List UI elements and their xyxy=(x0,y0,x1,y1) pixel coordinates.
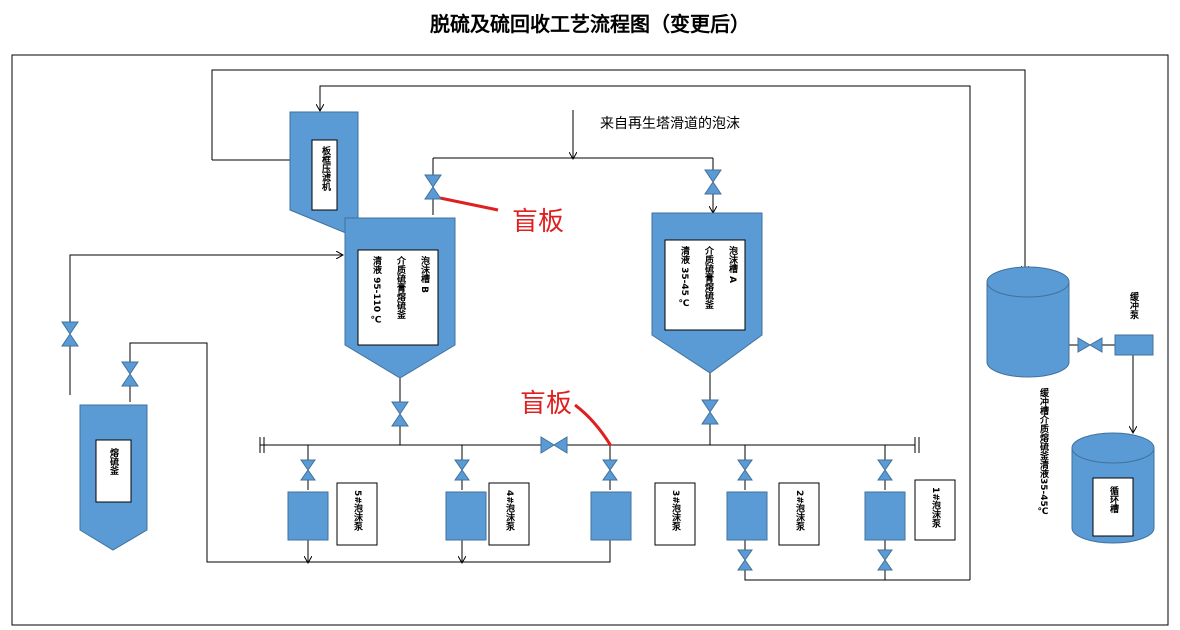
valve-pump5 xyxy=(300,459,316,481)
valve-a-outlet xyxy=(701,399,719,425)
foam-source-label: 来自再生塔滑道的泡沫 xyxy=(600,115,740,132)
blind-plate-marker-2 xyxy=(574,403,613,447)
circulation-tank-label-box xyxy=(1092,477,1134,537)
valve-b-outlet xyxy=(391,401,409,427)
blind-plate-label-1: 盲板 xyxy=(512,207,564,237)
blind-plate-label-2: 盲板 xyxy=(520,389,572,419)
foam-pump-1-label: 1#泡沫泵 xyxy=(930,487,941,529)
diagram-title: 脱硫及硫回收工艺流程图（变更后） xyxy=(430,12,750,36)
foam-pump-4 xyxy=(445,491,487,541)
sulfur-melter-label-box xyxy=(95,439,132,503)
foam-tank-a-medium: 介质硫膏熔硫釜 xyxy=(703,245,715,310)
foam-tank-a-label: 泡沫槽 A xyxy=(727,245,738,283)
foam-pump-5-label-box xyxy=(336,482,378,546)
foam-pump-1 xyxy=(864,491,906,541)
valve-melter-feed xyxy=(121,361,139,387)
foam-pump-2 xyxy=(726,491,768,541)
valves xyxy=(61,169,1103,571)
valve-pump3 xyxy=(602,459,618,481)
foam-tank-b-label: 泡沫槽 B xyxy=(419,255,430,293)
valve-foam-a-inlet xyxy=(704,169,722,195)
valve-header xyxy=(540,436,568,454)
valve-pump1-outlet xyxy=(877,549,893,571)
valve-pump1 xyxy=(877,459,893,481)
foam-pump-4-label-box xyxy=(488,482,530,546)
buffer-tank xyxy=(986,266,1070,378)
valve-foam-b-inlet xyxy=(424,174,442,200)
foam-pump-5 xyxy=(287,491,329,541)
circulation-tank-label: 循环槽 xyxy=(1108,485,1119,514)
valve-melter-return xyxy=(61,321,79,347)
foam-tank-b-temp: 清液 95-110 ℃ xyxy=(370,255,381,325)
foam-pump-4-label: 4#泡沫泵 xyxy=(504,490,515,532)
foam-tank-a-label-box xyxy=(664,239,746,331)
blind-plate-marker-1 xyxy=(439,196,499,212)
foam-pump-2-label-box xyxy=(778,482,820,546)
buffer-tank-label: 缓冲槽介质熔硫釜清液35-45℃ xyxy=(1037,387,1049,517)
sulfur-melter-label: 熔硫釜 xyxy=(108,447,120,476)
foam-pump-2-label: 2#泡沫泵 xyxy=(794,490,805,532)
foam-tank-a-temp: 清液 35-45 ℃ xyxy=(678,245,689,309)
buffer-pump-label: 缓冲泵 xyxy=(1128,291,1139,320)
diagram-frame xyxy=(11,54,1169,626)
foam-pump-3-label: 3#泡沫泵 xyxy=(670,490,681,532)
foam-tank-b-medium: 介质硫膏熔硫釜 xyxy=(395,255,407,320)
foam-pump-3 xyxy=(590,491,632,541)
foam-pumps: 5#泡沫泵 4#泡沫泵 3#泡沫泵 2#泡沫泵 1#泡沫泵 xyxy=(287,479,956,546)
valve-pump4 xyxy=(454,459,470,481)
filter-press-label-box xyxy=(311,139,338,211)
filter-press-label: 板框压滤机 xyxy=(320,145,331,192)
foam-pump-3-label-box xyxy=(654,482,696,546)
foam-tank-b-label-box xyxy=(357,249,439,346)
buffer-pump xyxy=(1114,334,1154,356)
foam-pump-5-label: 5#泡沫泵 xyxy=(352,490,363,532)
valve-pump2 xyxy=(737,459,753,481)
valve-buffer-outlet xyxy=(1077,337,1103,353)
foam-pump-1-label-box xyxy=(914,479,956,541)
valve-pump2-outlet xyxy=(737,549,753,571)
